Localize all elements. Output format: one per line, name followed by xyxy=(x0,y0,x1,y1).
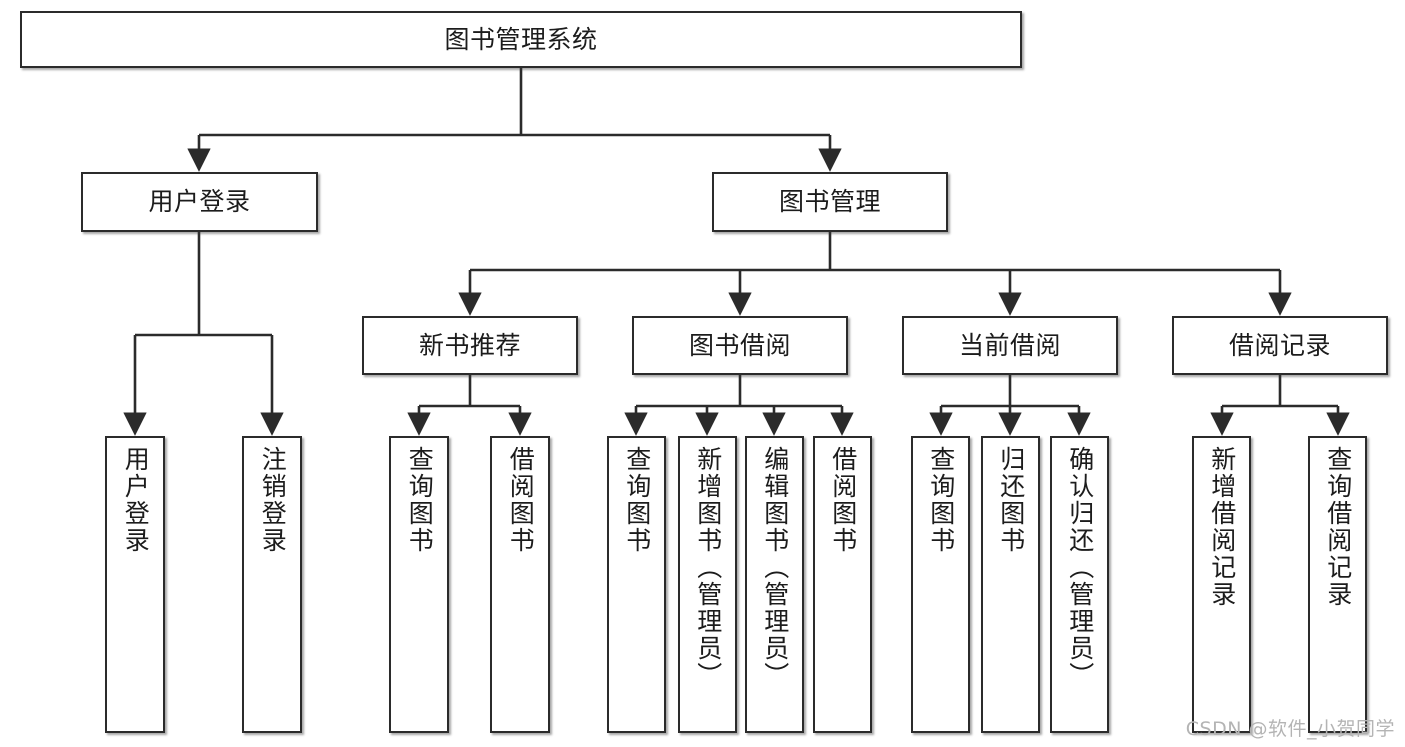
node-leaf-confirm-return-label: 确认归还（管理员） xyxy=(1065,446,1095,689)
node-leaf-confirm-return[interactable]: 确认归还（管理员） xyxy=(1050,436,1109,733)
node-leaf-query-book-3-label: 查询图书 xyxy=(926,446,956,554)
node-root[interactable]: 图书管理系统 xyxy=(20,11,1022,68)
node-borrow-record-label: 借阅记录 xyxy=(1228,330,1331,360)
node-book-manage-label: 图书管理 xyxy=(778,187,881,217)
node-leaf-borrow-book-2-label: 借阅图书 xyxy=(828,446,858,554)
node-leaf-query-record[interactable]: 查询借阅记录 xyxy=(1308,436,1367,733)
node-book-borrow[interactable]: 图书借阅 xyxy=(632,316,848,375)
node-leaf-return-book-label: 归还图书 xyxy=(996,446,1026,554)
node-leaf-borrow-book-1[interactable]: 借阅图书 xyxy=(490,436,550,733)
node-leaf-borrow-book-2[interactable]: 借阅图书 xyxy=(813,436,872,733)
node-leaf-borrow-book-1-label: 借阅图书 xyxy=(506,446,536,554)
node-leaf-add-record[interactable]: 新增借阅记录 xyxy=(1192,436,1251,733)
node-leaf-return-book[interactable]: 归还图书 xyxy=(981,436,1040,733)
watermark: CSDN @软件_小贺同学 xyxy=(1185,718,1395,740)
node-leaf-add-record-label: 新增借阅记录 xyxy=(1207,446,1237,608)
node-book-borrow-label: 图书借阅 xyxy=(688,330,791,360)
node-leaf-add-book-label: 新增图书（管理员） xyxy=(693,446,723,689)
node-leaf-query-book-1[interactable]: 查询图书 xyxy=(389,436,449,733)
node-leaf-edit-book[interactable]: 编辑图书（管理员） xyxy=(745,436,804,733)
node-current-borrow-label: 当前借阅 xyxy=(958,330,1061,360)
node-leaf-query-book-1-label: 查询图书 xyxy=(405,446,435,554)
node-leaf-user-login[interactable]: 用户登录 xyxy=(105,436,165,733)
node-leaf-user-login-label: 用户登录 xyxy=(121,446,151,554)
node-leaf-logout-login-label: 注销登录 xyxy=(258,446,288,554)
node-new-book-rec[interactable]: 新书推荐 xyxy=(362,316,578,375)
node-borrow-record[interactable]: 借阅记录 xyxy=(1172,316,1388,375)
node-leaf-query-book-2[interactable]: 查询图书 xyxy=(607,436,666,733)
node-user-login[interactable]: 用户登录 xyxy=(81,172,318,232)
node-leaf-query-record-label: 查询借阅记录 xyxy=(1323,446,1353,608)
node-current-borrow[interactable]: 当前借阅 xyxy=(902,316,1118,375)
node-new-book-rec-label: 新书推荐 xyxy=(418,330,521,360)
node-book-manage[interactable]: 图书管理 xyxy=(712,172,948,232)
node-user-login-label: 用户登录 xyxy=(148,187,251,217)
node-leaf-edit-book-label: 编辑图书（管理员） xyxy=(760,446,790,689)
node-leaf-logout-login[interactable]: 注销登录 xyxy=(242,436,302,733)
node-leaf-query-book-3[interactable]: 查询图书 xyxy=(911,436,970,733)
node-root-label: 图书管理系统 xyxy=(444,24,598,54)
node-leaf-add-book[interactable]: 新增图书（管理员） xyxy=(678,436,737,733)
node-leaf-query-book-2-label: 查询图书 xyxy=(622,446,652,554)
